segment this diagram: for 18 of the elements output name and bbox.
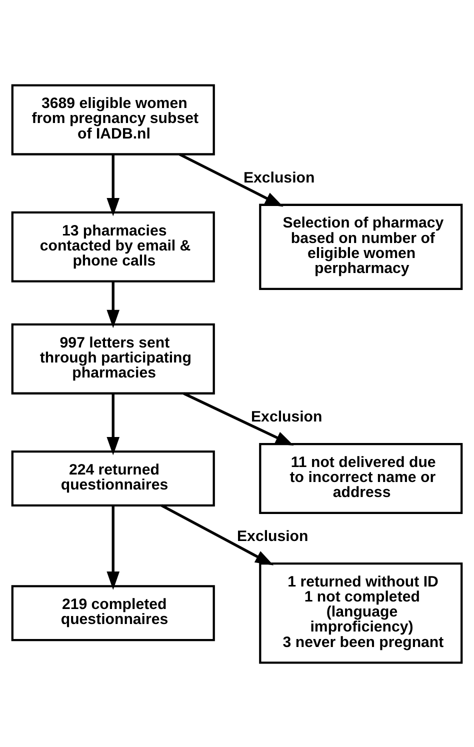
arrow <box>106 393 120 455</box>
node-box: 997 letters sent through participating pharmacies <box>11 322 215 394</box>
edge-label: Exclusion <box>237 528 308 545</box>
node-box: 224 returned questionnaires <box>11 450 215 506</box>
node-box: 3689 eligible women from pregnancy subset of IADB.nl <box>11 84 215 155</box>
node-box: Selection of pharmacy based on number of eligible women perpharmacy <box>259 203 463 290</box>
node-box: 1 returned without ID 1 not completed (language improficiency) 3 never been pregnant <box>259 562 463 664</box>
arrow <box>178 152 284 206</box>
edge-label: Exclusion <box>251 408 322 426</box>
arrow <box>183 392 294 446</box>
node-box: 13 pharmacies contacted by email & phone calls <box>11 210 215 282</box>
arrow <box>106 154 120 216</box>
node-box: 11 not delivered due to incorrect name or address <box>259 442 463 514</box>
node-box: 219 completed questionnaires <box>11 584 215 641</box>
arrow <box>106 504 120 590</box>
arrow <box>160 504 274 565</box>
arrow <box>106 281 120 328</box>
edge-label: Exclusion <box>243 168 315 186</box>
